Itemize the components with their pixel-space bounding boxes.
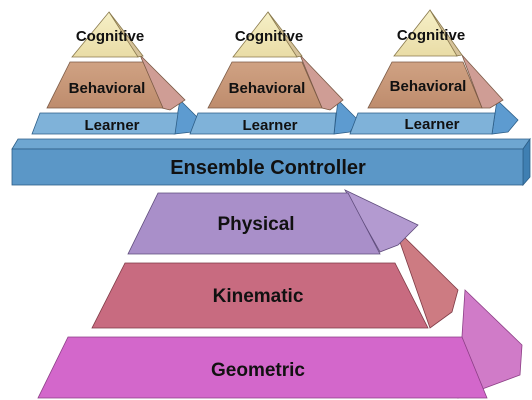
learner-front [189,112,337,135]
cognitive-front [71,11,139,58]
behavioral-label: Behavioral [69,80,146,97]
learner-front [349,112,496,135]
geometric-layer: Geometric [37,289,523,399]
kinematic-layer: Kinematic [91,227,459,329]
ensemble-controller: Ensemble Controller [11,137,531,187]
learner-pyramid-1: Learner Behavioral Cognitive [31,11,203,135]
kinematic-side [394,227,459,329]
learner-pyramid-2: Learner Behavioral Cognitive [189,11,359,135]
learner-label: Learner [242,117,297,134]
controller-front [11,148,524,186]
physical-front [127,192,381,255]
physical-label: Physical [217,214,294,235]
behavioral-label: Behavioral [229,80,306,97]
physical-layer: Physical [127,189,419,255]
behavioral-front [207,61,323,109]
behavioral-side [461,54,504,109]
cognitive-label: Cognitive [235,28,303,45]
learner-front [31,112,179,135]
behavioral-label: Behavioral [390,78,467,95]
learner-side [491,99,519,135]
cognitive-front [393,9,458,57]
cognitive-label: Cognitive [397,27,465,44]
cognitive-front [232,11,298,58]
behavioral-front [367,61,483,109]
kinematic-front [91,262,429,329]
kinematic-label: Kinematic [213,286,304,307]
geometric-label: Geometric [211,360,305,381]
controller-label: Ensemble Controller [170,157,366,179]
learner-label: Learner [84,117,139,134]
geometric-front [37,336,488,399]
cognitive-label: Cognitive [76,28,144,45]
behavioral-front [46,61,164,109]
learner-pyramid-3: Learner Behavioral Cognitive [349,9,519,135]
learner-label: Learner [404,116,459,133]
controller-top [11,138,531,150]
